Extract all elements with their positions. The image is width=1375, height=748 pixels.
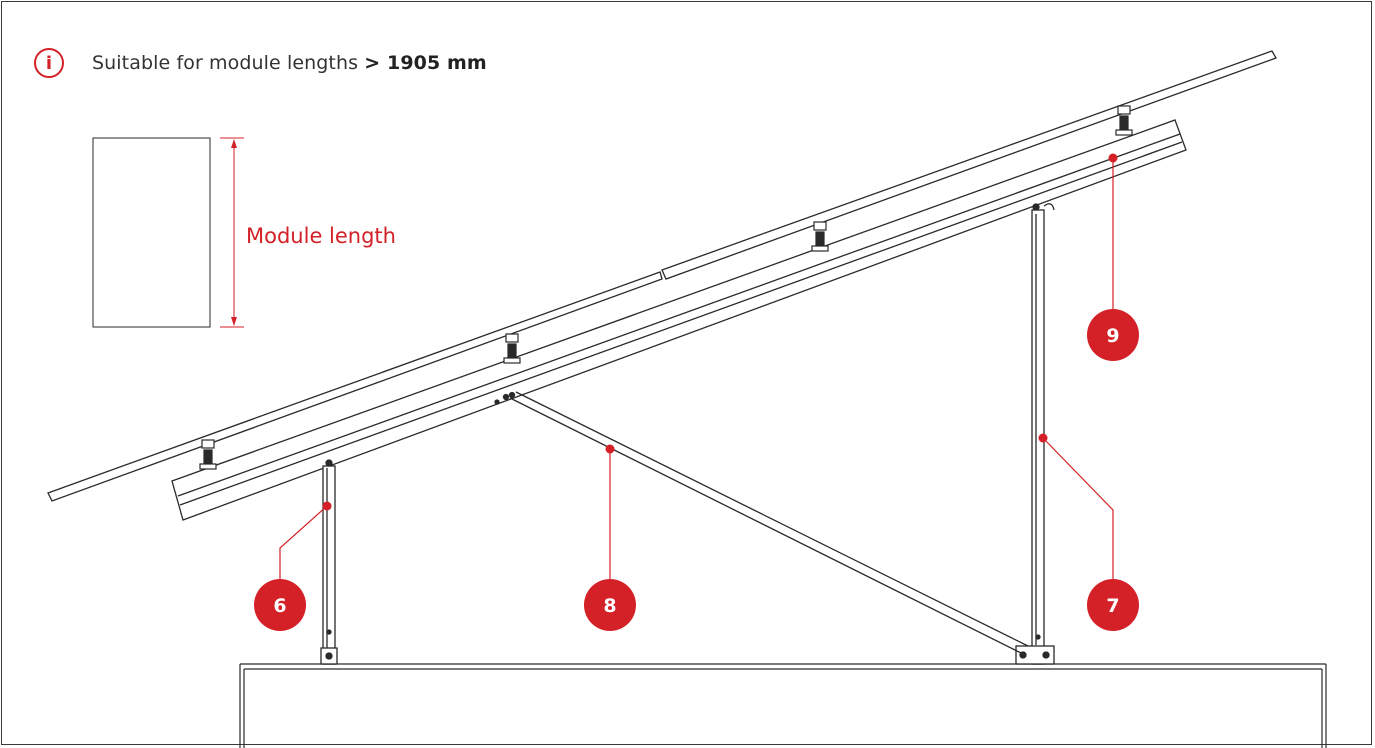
callout-7-label: 7 xyxy=(1106,595,1119,617)
callout-8: 8 xyxy=(584,579,636,631)
module-clamps xyxy=(199,105,1133,470)
info-icon: i xyxy=(34,48,64,78)
main-rail xyxy=(171,119,1187,521)
solar-modules xyxy=(47,50,1277,502)
module-outline xyxy=(92,137,211,328)
callout-7: 7 xyxy=(1087,579,1139,631)
ground-block xyxy=(239,663,1327,748)
leader-dots xyxy=(322,153,1118,511)
module-length-label: Module length xyxy=(246,224,396,248)
callout-9: 9 xyxy=(1087,309,1139,361)
leader-lines xyxy=(279,158,1114,590)
callout-6-label: 6 xyxy=(273,595,286,617)
callout-8-label: 8 xyxy=(603,595,616,617)
note-value: > 1905 mm xyxy=(364,52,487,74)
callout-6: 6 xyxy=(254,579,306,631)
module-length-dimension xyxy=(220,137,244,328)
front-support xyxy=(320,459,338,665)
note-text: Suitable for module lengths > 1905 mm xyxy=(92,52,487,74)
rear-support xyxy=(1015,203,1055,665)
note-label: Suitable for module lengths xyxy=(92,52,359,74)
callout-9-label: 9 xyxy=(1106,325,1119,347)
info-note: i Suitable for module lengths > 1905 mm xyxy=(34,46,487,80)
diagonal-brace xyxy=(494,391,1029,654)
